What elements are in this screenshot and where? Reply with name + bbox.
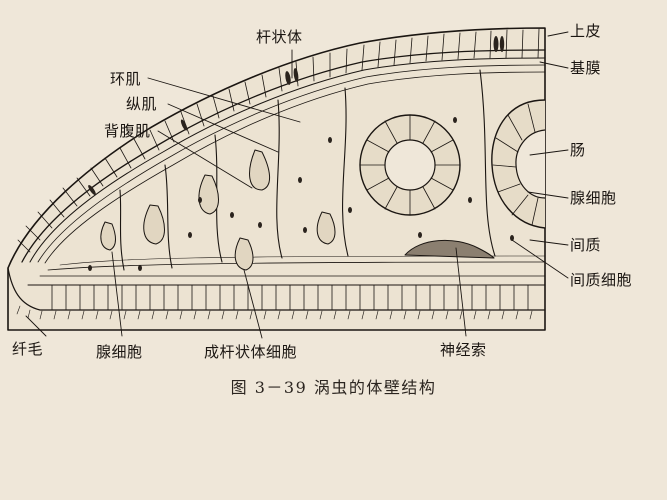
- dorsal-epidermis-cells: [17, 28, 540, 253]
- intestine-section-right: [491, 99, 546, 229]
- dorsoventral-muscle-fibers: [119, 69, 496, 271]
- leader-circular-muscle: [147, 77, 301, 123]
- leader-lines: [25, 31, 569, 339]
- basement-membrane-line: [29, 57, 546, 263]
- leader-rhabdite-forming-cell: [243, 269, 263, 339]
- intestine-section-left: [359, 114, 461, 216]
- leader-dorsoventral-muscle: [157, 130, 253, 189]
- label-cilia: 纤毛: [12, 340, 44, 358]
- label-gland-cell-right: 腺细胞: [570, 189, 617, 207]
- ventral-epidermis-cells: [51, 284, 529, 311]
- nerve-cord: [404, 239, 495, 259]
- label-rod-bodies: 杆状体: [256, 28, 303, 46]
- label-rhabdite-forming-cell: 成杆状体细胞: [204, 343, 298, 361]
- muscle-layer-line-1: [37, 64, 546, 263]
- gland-cells: [100, 149, 336, 271]
- label-intestine: 肠: [570, 141, 586, 159]
- leader-cilia: [25, 315, 47, 337]
- label-mesenchyme: 间质: [570, 236, 602, 254]
- label-mesenchyme-cell: 间质细胞: [570, 271, 633, 289]
- ventral-epidermis-outer: [7, 267, 546, 311]
- leader-mesenchyme: [529, 239, 569, 246]
- label-circular-muscle: 环肌: [110, 70, 142, 88]
- leader-longitudinal-muscle: [167, 103, 279, 153]
- label-dorsoventral-muscle: 背腹肌: [104, 122, 151, 140]
- label-nerve-cord: 神经索: [440, 341, 487, 359]
- ventral-muscle-line-3: [59, 255, 546, 266]
- mesenchyme-nuclei: [88, 117, 514, 271]
- leader-basement-membrane: [539, 61, 569, 69]
- figure-caption: 图 3－39 涡虫的体壁结构: [230, 378, 437, 397]
- leader-intestine: [529, 149, 569, 156]
- leader-mesenchyme-cell: [511, 239, 569, 279]
- label-gland-cell-bottom: 腺细胞: [96, 343, 143, 361]
- leader-nerve-cord: [455, 247, 467, 337]
- leader-epidermis: [547, 31, 569, 37]
- rhabdites: [88, 36, 505, 196]
- label-longitudinal-muscle: 纵肌: [126, 95, 158, 113]
- label-epidermis: 上皮: [570, 22, 602, 40]
- leader-gland-cell-right: [527, 191, 569, 199]
- ventral-cilia: [16, 305, 533, 320]
- epidermis-inner-line: [21, 49, 546, 263]
- label-basement-membrane: 基膜: [570, 59, 602, 77]
- leader-gland-cell-bottom: [111, 251, 123, 337]
